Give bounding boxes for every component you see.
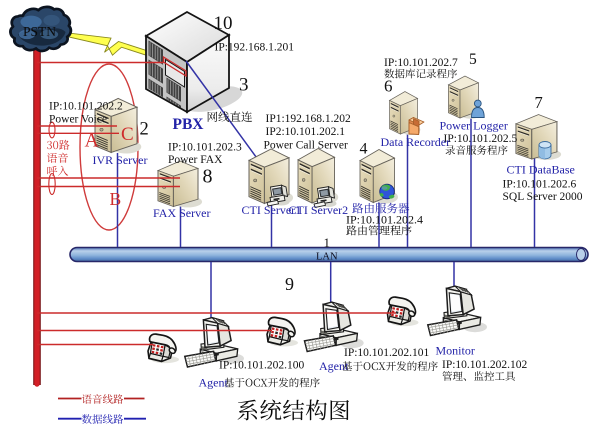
- svg-text:5: 5: [469, 51, 477, 68]
- svg-text:Agent: Agent: [199, 376, 229, 390]
- svg-text:IP:10.101.202.102: IP:10.101.202.102: [442, 359, 528, 371]
- svg-text:C: C: [121, 124, 134, 145]
- svg-text:4: 4: [360, 141, 368, 158]
- svg-text:FAX Server: FAX Server: [153, 206, 210, 220]
- svg-text:Power Logger: Power Logger: [440, 119, 508, 133]
- svg-text:Power FAX: Power FAX: [168, 154, 223, 166]
- svg-text:1: 1: [324, 235, 331, 250]
- svg-text:CTI DataBase: CTI DataBase: [507, 163, 575, 177]
- svg-text:Monitor: Monitor: [436, 344, 475, 358]
- svg-text:B: B: [110, 189, 122, 209]
- svg-text:Power Call Server: Power Call Server: [264, 140, 348, 152]
- svg-text:IP:10.101.202.100: IP:10.101.202.100: [219, 360, 305, 372]
- svg-text:A: A: [85, 130, 100, 152]
- svg-text:IP:10.101.202.3: IP:10.101.202.3: [168, 142, 242, 154]
- svg-text:IP:10.101.202.7: IP:10.101.202.7: [384, 57, 458, 69]
- svg-text:IP:10.101.202.6: IP:10.101.202.6: [503, 179, 577, 191]
- svg-text:IP:10.101.202.2: IP:10.101.202.2: [49, 101, 123, 113]
- svg-text:7: 7: [535, 93, 543, 112]
- svg-text:Power Voice: Power Voice: [49, 114, 107, 126]
- svg-text:2: 2: [140, 120, 149, 140]
- svg-text:3: 3: [239, 75, 249, 96]
- svg-text:LAN: LAN: [316, 252, 338, 263]
- svg-text:IP:192.168.1.201: IP:192.168.1.201: [215, 42, 295, 54]
- svg-text:IP:10.101.202.5: IP:10.101.202.5: [444, 133, 518, 145]
- svg-text:CTI Server1: CTI Server1: [242, 203, 302, 217]
- svg-text:IVR Server: IVR Server: [93, 153, 148, 167]
- svg-text:6: 6: [384, 77, 393, 96]
- svg-text:IP2:10.101.202.1: IP2:10.101.202.1: [266, 126, 346, 138]
- svg-text:PBX: PBX: [173, 116, 205, 133]
- svg-text:Agent: Agent: [319, 359, 349, 373]
- svg-text:IP:10.101.202.101: IP:10.101.202.101: [344, 347, 430, 359]
- svg-text:8: 8: [203, 166, 213, 188]
- svg-text:SQL Server 2000: SQL Server 2000: [503, 191, 583, 203]
- svg-text:Data Recorder: Data Recorder: [381, 135, 451, 149]
- svg-text:IP:10.101.202.4: IP:10.101.202.4: [346, 213, 423, 227]
- svg-text:CTI Server2: CTI Server2: [289, 203, 349, 217]
- svg-text:10: 10: [214, 13, 233, 34]
- svg-text:9: 9: [285, 274, 294, 294]
- svg-text:PSTN: PSTN: [23, 24, 56, 39]
- svg-text:IP1:192.168.1.202: IP1:192.168.1.202: [266, 113, 352, 125]
